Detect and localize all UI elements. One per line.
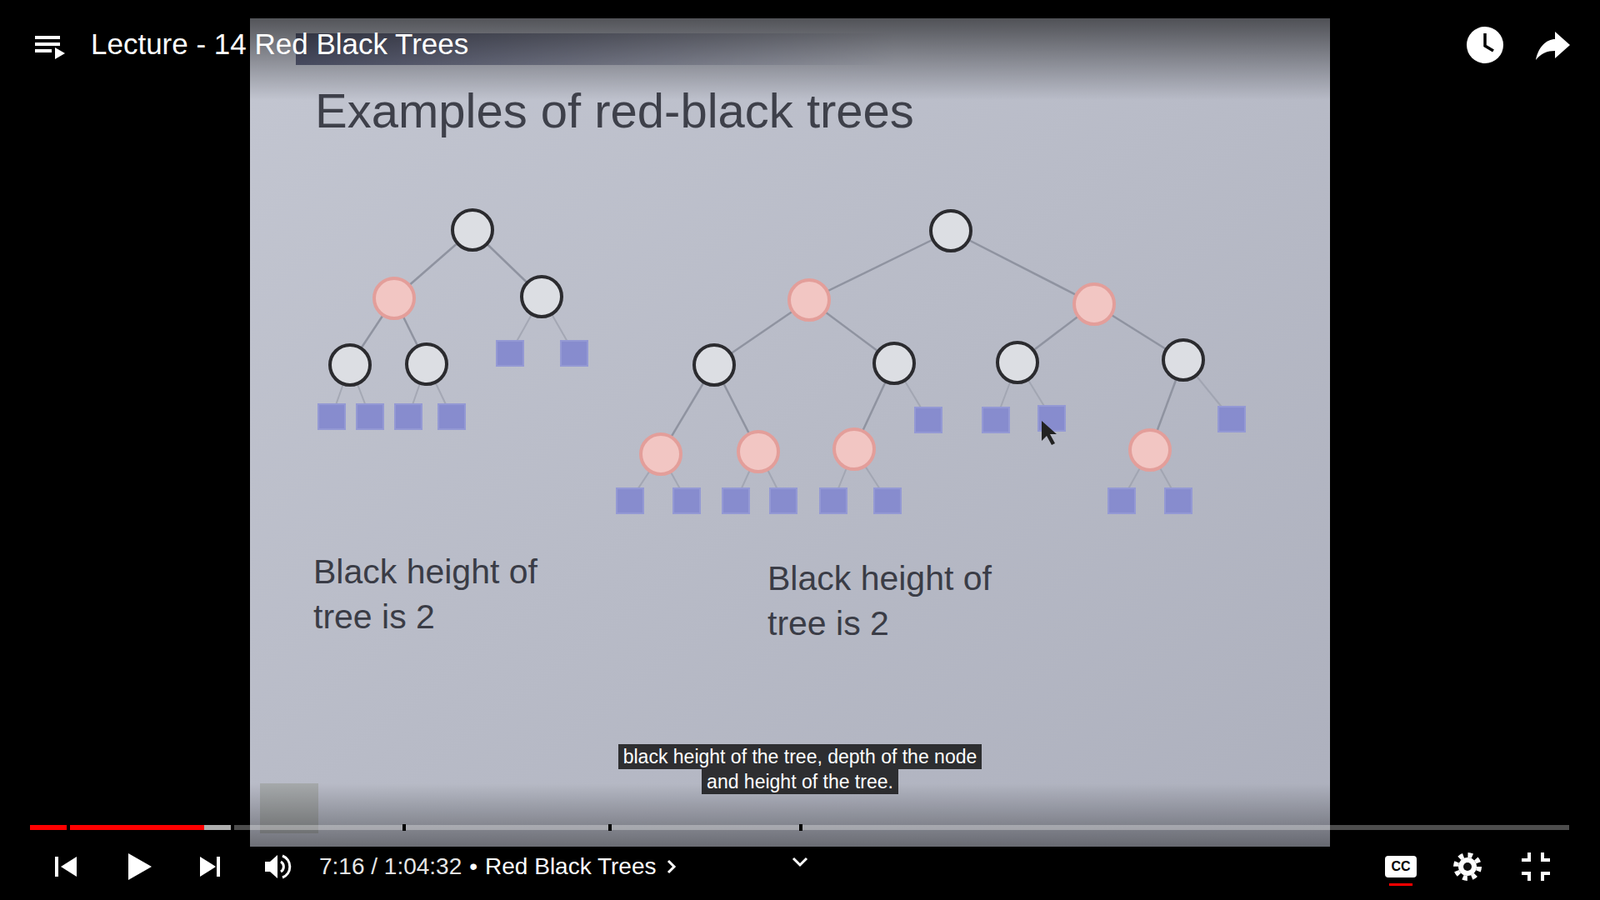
- red-node-circle: [1130, 430, 1170, 470]
- nil-leaf-square: [395, 404, 422, 430]
- captions-label: CC: [1390, 859, 1410, 875]
- black-node-circle: [330, 345, 370, 385]
- next-icon: [200, 856, 216, 877]
- time-display: 7:16 / 1:04:32: [319, 851, 462, 882]
- nil-leaf-square: [915, 407, 942, 433]
- nil-leaf-square: [1218, 406, 1245, 432]
- black-height-note: Black height of tree is 2: [767, 555, 1026, 646]
- settings-icon: [1463, 862, 1472, 871]
- nil-leaf-square: [356, 404, 384, 430]
- time-row: 7:16 / 1:04:32•Red Black Trees: [319, 851, 678, 882]
- menu-icon: [55, 47, 65, 60]
- note-box: Black height of tree is 2: [767, 555, 1026, 646]
- nil-leaf-square: [770, 488, 797, 514]
- chapter-gap: [608, 824, 612, 831]
- settings-icon: [1455, 855, 1480, 879]
- previous-icon: [55, 856, 59, 877]
- red-node-circle: [738, 431, 779, 472]
- note-box: Black height of tree is 2: [313, 549, 572, 640]
- volume-icon: [282, 855, 290, 878]
- subtitle-text: black height of the tree, depth of the n…: [618, 744, 983, 795]
- progress-buffer: [30, 825, 231, 830]
- nil-leaf-square: [874, 488, 901, 514]
- volume-icon: [265, 855, 278, 879]
- subtitle-box: black height of the tree, depth of the n…: [0, 744, 1600, 795]
- exit-fullscreen-icon: [1521, 852, 1550, 881]
- progress-played: [30, 825, 205, 830]
- share-icon: [1535, 31, 1570, 60]
- menu-icon: [35, 35, 60, 40]
- nil-leaf-square: [616, 488, 644, 514]
- nil-leaf-square: [722, 488, 750, 514]
- watch-later-icon: [1485, 33, 1494, 51]
- black-node-circle: [1163, 340, 1204, 380]
- captions-label-box: CC: [1385, 855, 1417, 878]
- nil-leaf-square: [560, 340, 588, 366]
- next-icon: [216, 856, 220, 877]
- nil-leaf-square: [496, 340, 524, 366]
- red-node-circle: [640, 434, 681, 475]
- black-height-note: Black height of tree is 2: [313, 549, 572, 640]
- slide-title-box: Examples of red-black trees: [315, 83, 915, 139]
- separator-dot: •: [469, 851, 478, 882]
- nil-leaf-square: [820, 488, 847, 514]
- red-node-circle: [789, 280, 830, 320]
- watch-later-icon: [1466, 26, 1504, 64]
- previous-icon: [60, 856, 77, 877]
- black-node-circle: [452, 210, 493, 250]
- nil-leaf-square: [1108, 488, 1135, 514]
- chevron-down-icon: [793, 858, 807, 865]
- black-node-circle: [997, 342, 1038, 383]
- black-node-circle: [521, 276, 562, 317]
- nil-leaf-square: [318, 404, 345, 430]
- progress-track: [30, 825, 1570, 830]
- chapter-chevron: [668, 860, 675, 873]
- black-node-circle: [874, 343, 915, 384]
- chapter-gap: [799, 824, 803, 831]
- black-node-circle: [694, 345, 735, 385]
- volume-icon: [280, 861, 284, 872]
- chapter-chevron: [664, 856, 678, 877]
- menu-icon: [35, 42, 60, 46]
- video-title-box: Lecture - 14 Red Black Trees: [90, 27, 469, 61]
- captions-button: [1385, 855, 1417, 878]
- menu-icon: [35, 49, 52, 53]
- chapter-gap: [230, 824, 235, 831]
- nil-leaf-square: [1165, 488, 1192, 514]
- red-node-circle: [834, 429, 875, 470]
- chapter-gap: [402, 824, 406, 831]
- captions-indicator: [1389, 883, 1413, 886]
- nil-leaf-square: [982, 407, 1010, 433]
- tree-branch: [809, 230, 951, 300]
- slide-background: [250, 18, 1330, 847]
- mouse-cursor: [1041, 420, 1057, 445]
- red-node-circle: [374, 278, 415, 319]
- red-node-circle: [1074, 284, 1115, 325]
- chapter-gap: [66, 824, 70, 831]
- nil-leaf-square: [438, 404, 465, 430]
- play-icon: [128, 853, 152, 880]
- tree-branch: [950, 230, 1095, 305]
- black-node-circle: [930, 210, 971, 251]
- chapter-title: Red Black Trees: [485, 851, 656, 882]
- video-title: Lecture - 14 Red Black Trees: [90, 27, 469, 61]
- black-node-circle: [406, 344, 447, 385]
- subtitle-frame: black height of the tree, depth of the n…: [611, 744, 989, 795]
- settings-icon: [1458, 857, 1477, 876]
- slide-title: Examples of red-black trees: [315, 83, 915, 139]
- nil-leaf-square: [673, 488, 700, 514]
- bottom-shade: [0, 783, 1600, 900]
